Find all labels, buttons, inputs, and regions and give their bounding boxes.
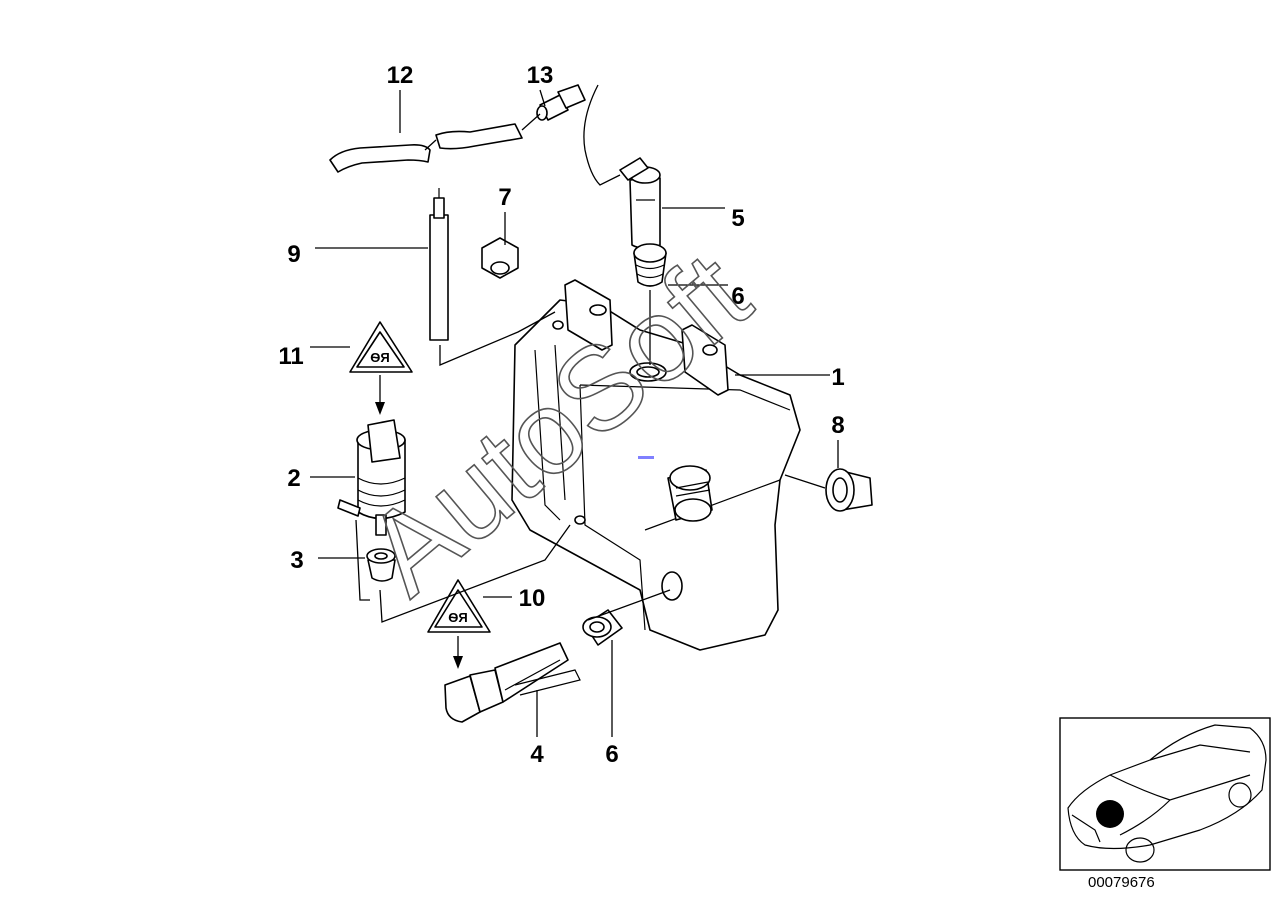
washer-pump xyxy=(337,419,406,536)
grommet-bottom xyxy=(582,609,623,646)
washer-fluid-reservoir xyxy=(511,279,801,651)
hose-connector xyxy=(536,84,586,121)
hex-nut xyxy=(481,237,519,279)
svg-text:ѲЯ: ѲЯ xyxy=(448,610,467,625)
washer-hose xyxy=(329,123,523,173)
svg-text:ѲЯ: ѲЯ xyxy=(370,350,389,365)
sealing-plug xyxy=(825,468,873,512)
callout-6-top: 6 xyxy=(731,283,744,310)
callout-numbers: 1 2 3 4 5 6 6 7 8 9 10 11 12 13 xyxy=(278,62,844,768)
callout-4: 4 xyxy=(530,741,544,768)
callout-2: 2 xyxy=(287,465,300,492)
callout-9: 9 xyxy=(287,241,300,268)
fluid-level-sensor xyxy=(444,642,581,723)
filler-neck-connector xyxy=(619,157,661,250)
diagram-reference-number: 00079676 xyxy=(1088,874,1155,891)
callout-6-bottom: 6 xyxy=(605,741,618,768)
callout-13: 13 xyxy=(527,62,554,89)
callout-3: 3 xyxy=(290,547,303,574)
leader-lines xyxy=(310,84,839,737)
pump-grommet xyxy=(366,548,396,582)
intake-pipe xyxy=(429,188,449,341)
callout-11: 11 xyxy=(278,343,303,370)
center-marker xyxy=(638,456,654,459)
callout-8: 8 xyxy=(831,412,844,439)
callout-12: 12 xyxy=(387,62,414,89)
grommet-top xyxy=(633,243,667,287)
callout-10: 10 xyxy=(519,585,546,612)
location-marker xyxy=(1096,800,1124,828)
warning-label-triangle-top: ѲЯ xyxy=(349,321,413,373)
warning-label-triangle-bottom: ѲЯ xyxy=(427,579,491,633)
callout-7: 7 xyxy=(498,184,511,211)
vehicle-location-inset xyxy=(1059,717,1271,871)
callout-1: 1 xyxy=(831,364,844,391)
callout-5: 5 xyxy=(731,205,744,232)
